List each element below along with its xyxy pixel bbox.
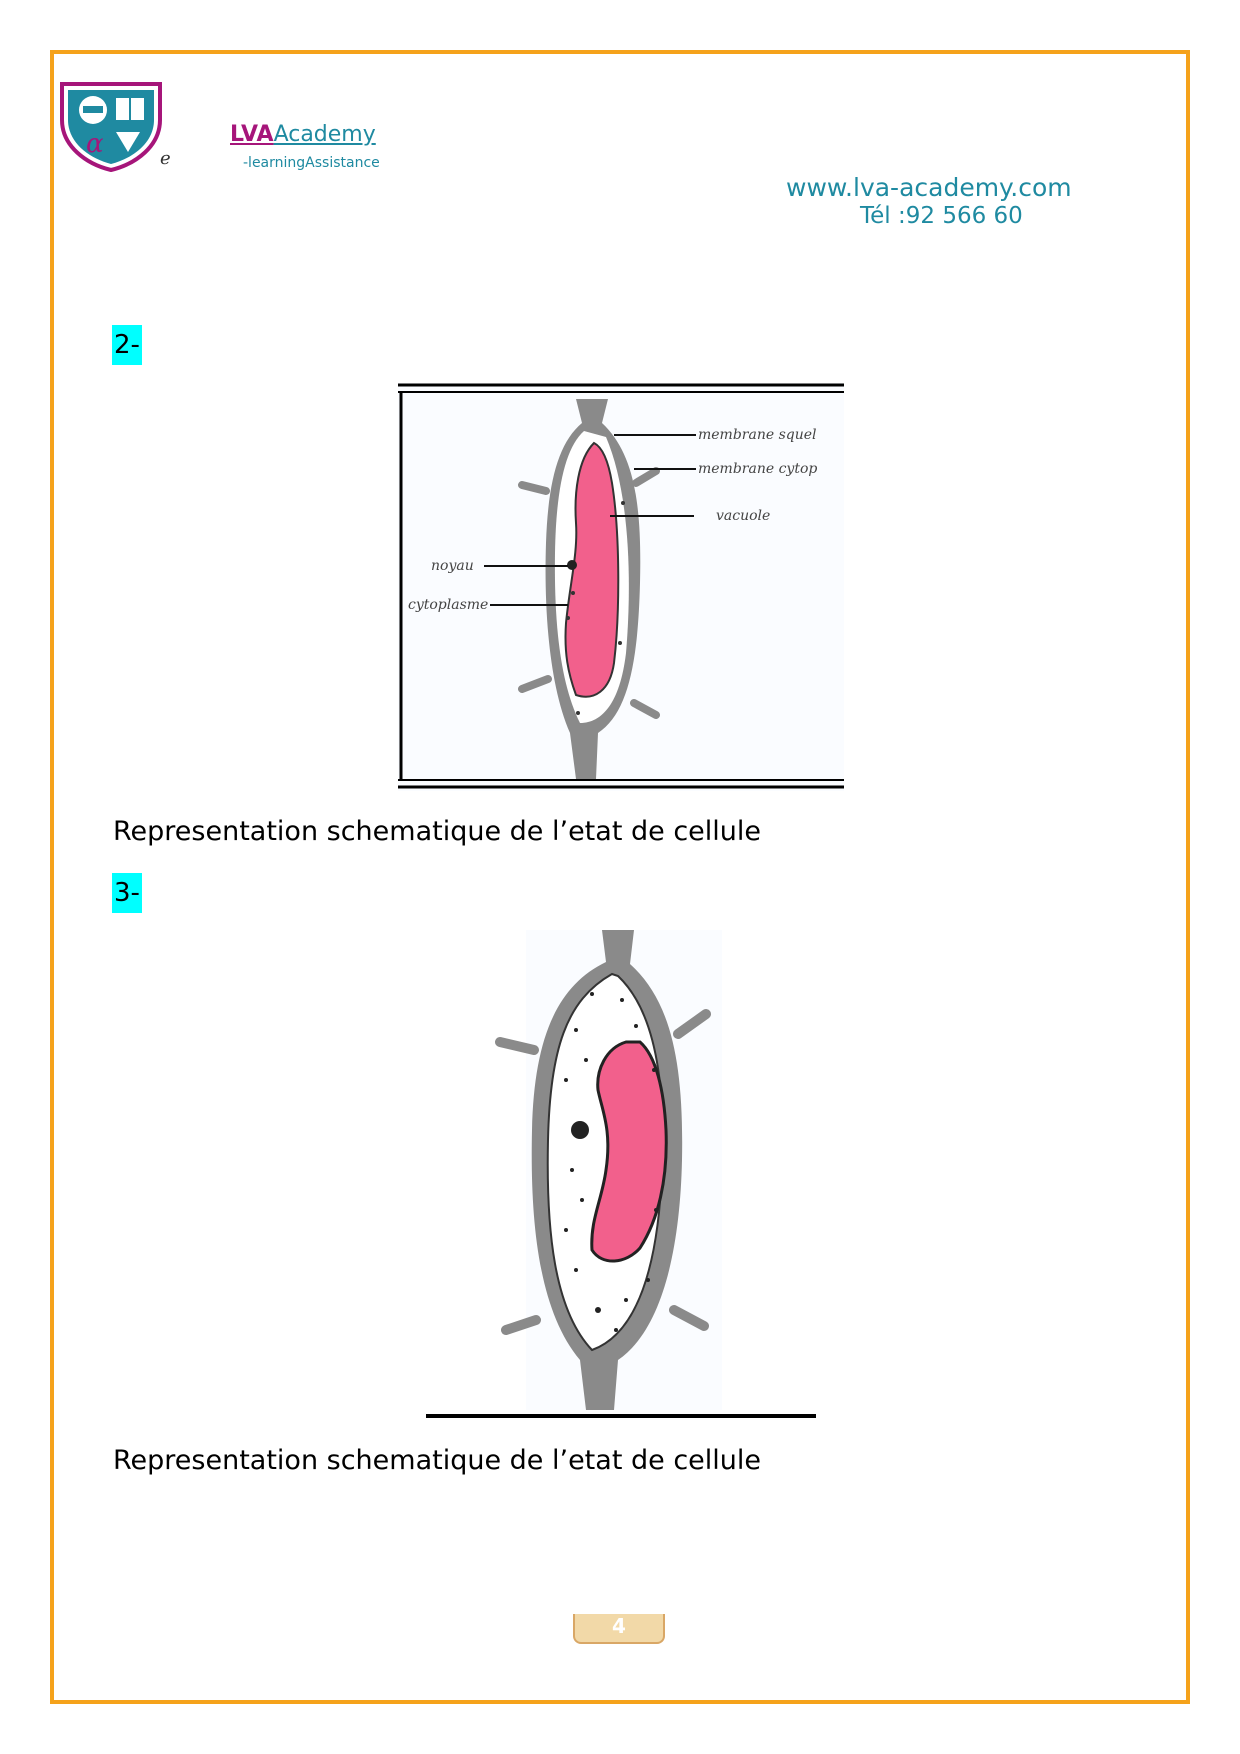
page-border xyxy=(50,50,1190,1704)
logo-e-letter: e xyxy=(160,148,171,169)
phone-number: Tél :92 566 60 xyxy=(860,203,1023,229)
label-membrane-cytoplasmique: membrane cytop xyxy=(698,461,817,477)
figure-caption-3: Representation schematique de l’etat de … xyxy=(113,1445,761,1476)
svg-text:α: α xyxy=(86,129,104,159)
brand-lva: LVA xyxy=(230,122,274,147)
label-vacuole: vacuole xyxy=(716,508,770,524)
question-number-3: 3- xyxy=(112,873,142,913)
label-cytoplasme: cytoplasme xyxy=(408,597,488,613)
brand-academy: Academy xyxy=(273,122,376,147)
page-number: 4 xyxy=(573,1614,665,1644)
brand-name: LVAAcademy xyxy=(230,122,376,147)
lva-logo: α xyxy=(60,82,162,172)
website-link[interactable]: www.lva-academy.com xyxy=(786,173,1072,202)
label-noyau: noyau xyxy=(431,558,474,574)
cell-diagram-unlabeled xyxy=(426,930,816,1418)
question-number-2: 2- xyxy=(112,325,142,365)
cell-diagram-labeled: membrane squel membrane cytop vacuole no… xyxy=(398,383,844,791)
figure-caption-2: Representation schematique de l’etat de … xyxy=(113,816,761,847)
label-membrane-squelettique: membrane squel xyxy=(698,427,817,443)
brand-tagline: -learningAssistance xyxy=(243,155,380,171)
